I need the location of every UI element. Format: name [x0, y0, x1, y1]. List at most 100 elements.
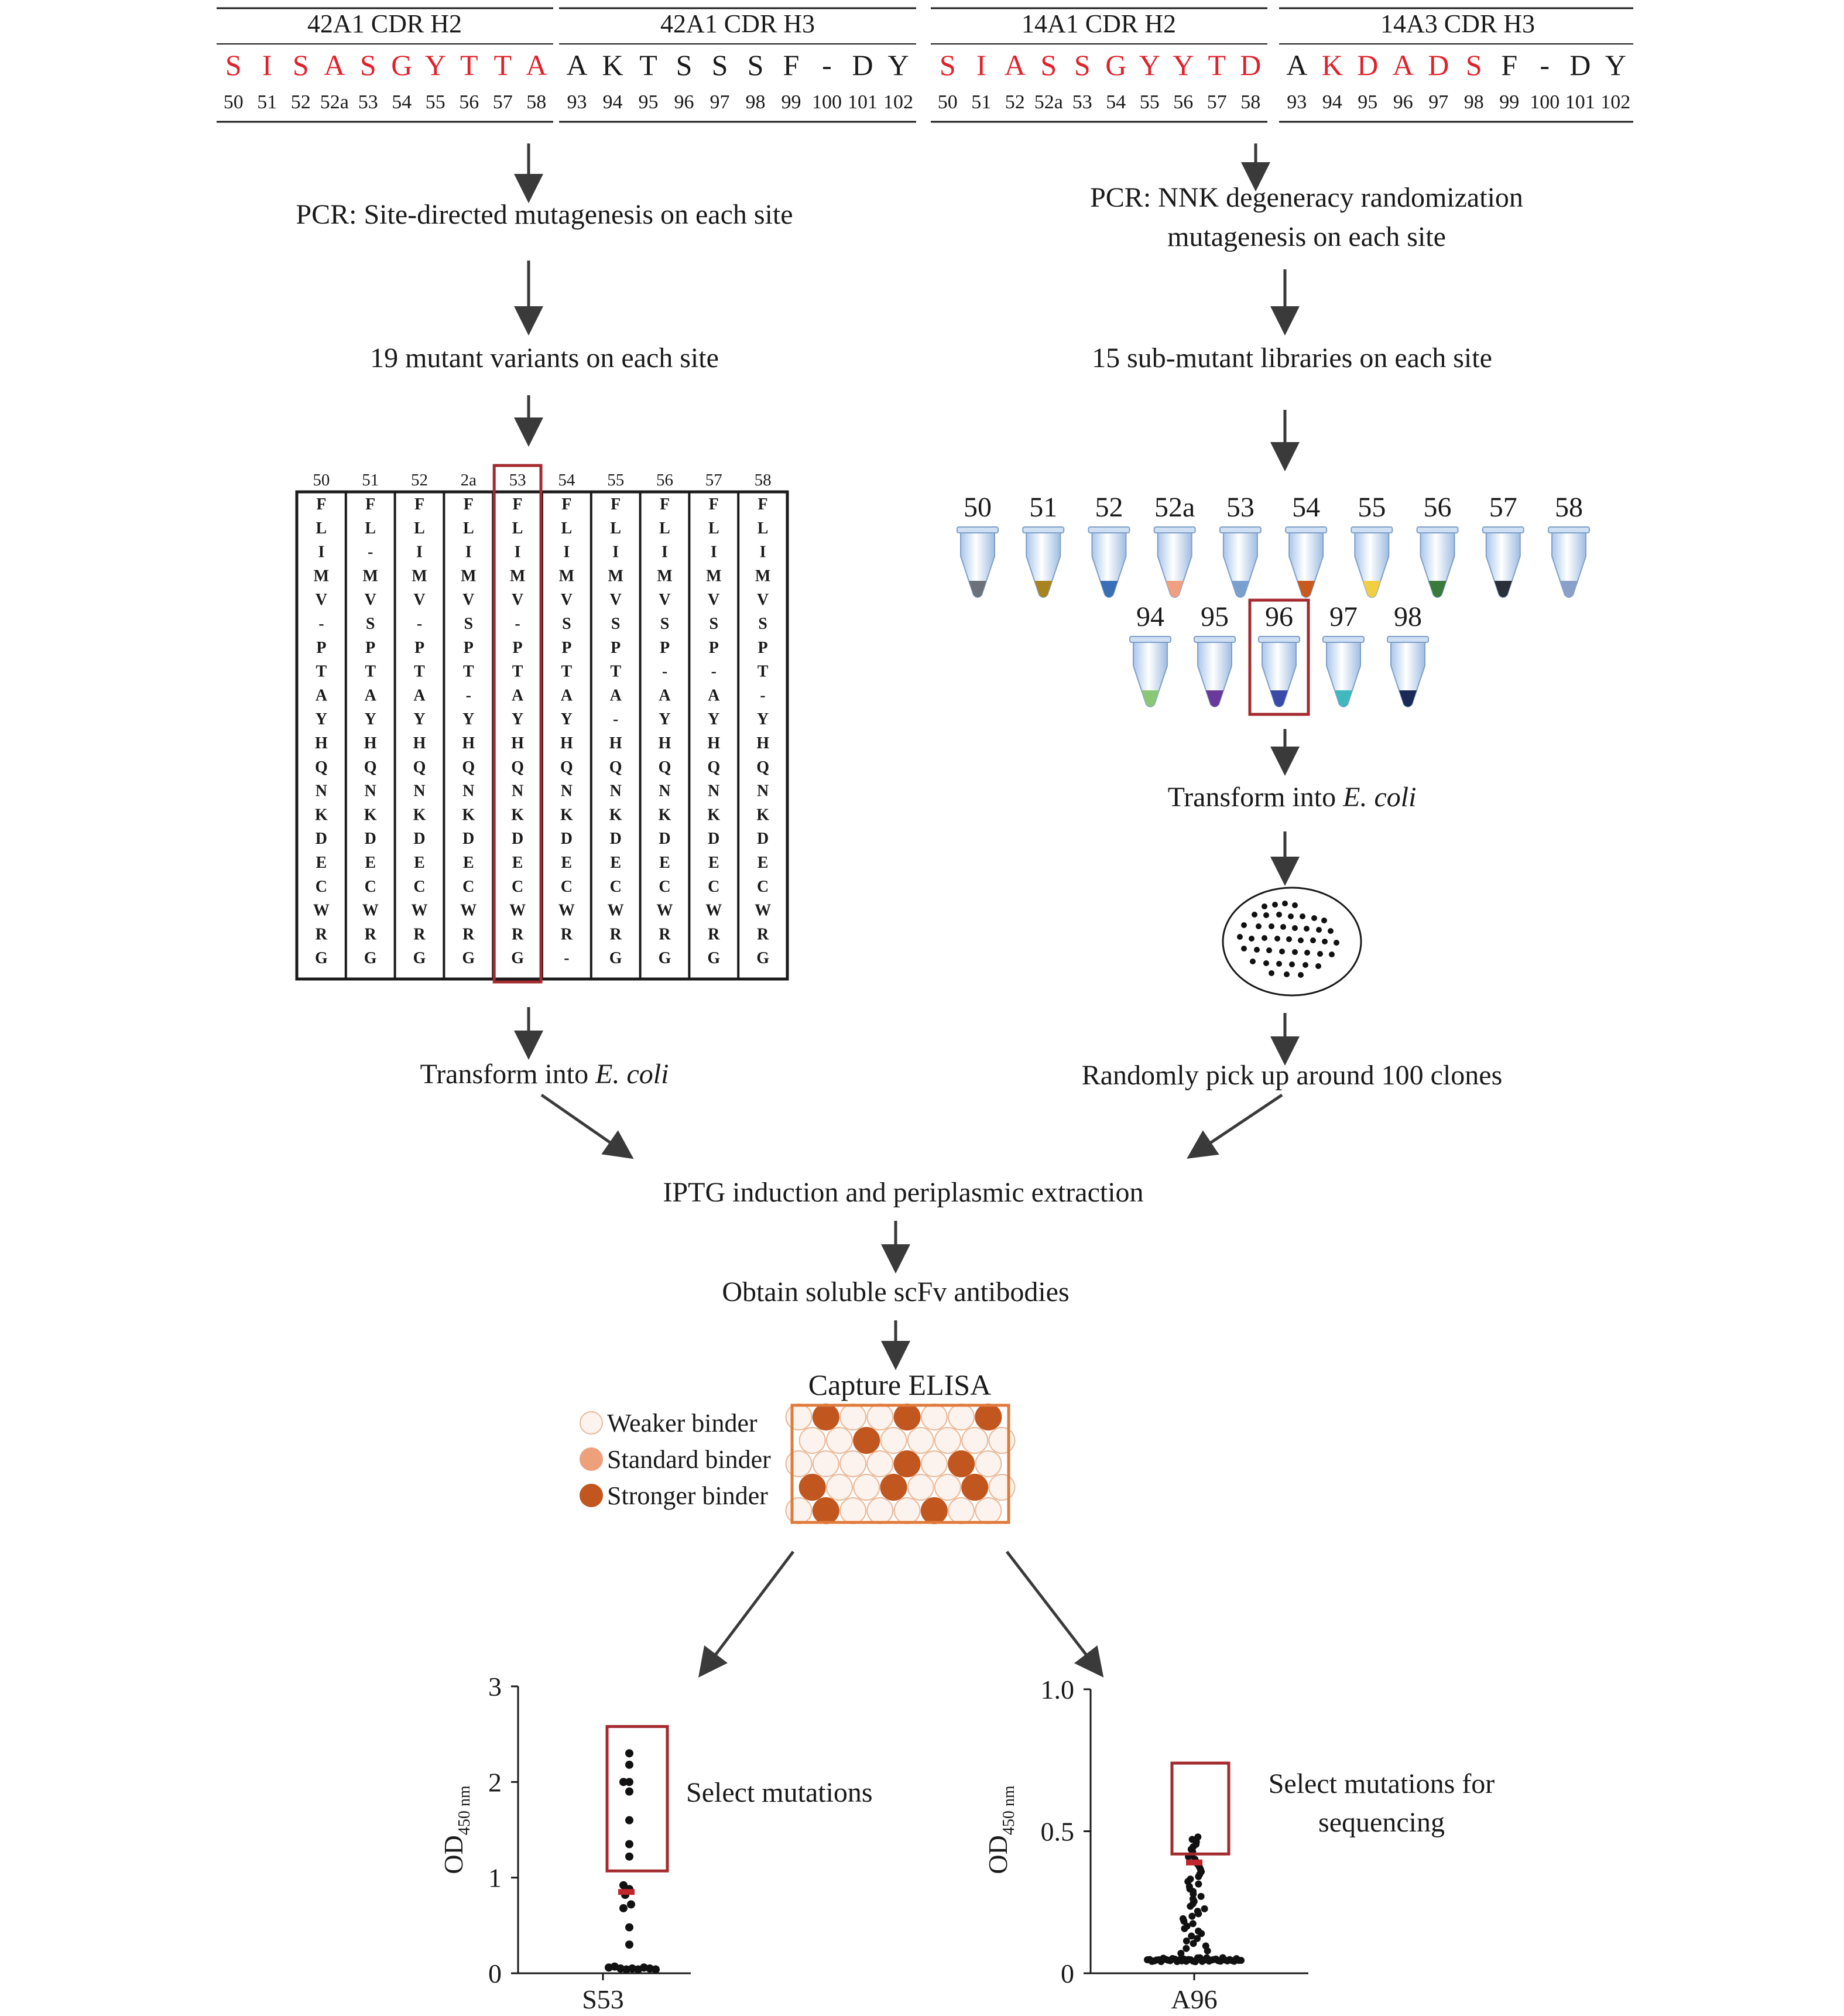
- table-cell: V: [512, 591, 523, 609]
- table-cell: -: [515, 615, 520, 633]
- y-label-main: OD: [438, 1835, 468, 1874]
- plate-well: [798, 1474, 826, 1501]
- plate-well: [907, 1474, 934, 1501]
- plate-well: [934, 1427, 961, 1454]
- colony: [1311, 915, 1317, 921]
- petri-dish-icon: [1222, 887, 1362, 997]
- residue: D: [1569, 49, 1591, 81]
- table-cell: -: [564, 949, 569, 967]
- tube-icon: 97: [1322, 601, 1365, 707]
- plate-well: [812, 1404, 839, 1430]
- right-step-pcr-line2: mutagenesis on each site: [1167, 221, 1446, 252]
- table-cell: V: [757, 591, 769, 609]
- tube-liquid: [1270, 690, 1288, 707]
- table-cell: -: [613, 710, 618, 728]
- table-cell: P: [316, 639, 326, 657]
- table-cell: Q: [560, 758, 573, 776]
- selection-box: [1170, 1761, 1231, 1856]
- table-column-header: 52: [411, 471, 428, 490]
- tube-icon: 56: [1416, 492, 1459, 598]
- table-cell: T: [512, 663, 523, 681]
- colony: [1317, 951, 1323, 957]
- table-cell: W: [313, 902, 330, 920]
- table-cell: M: [657, 567, 672, 585]
- data-point: [627, 1900, 635, 1909]
- table-cell: -: [760, 686, 765, 704]
- colony: [1252, 912, 1257, 918]
- residue: A: [1286, 49, 1307, 81]
- table-cell: G: [609, 949, 622, 967]
- table-cell: L: [659, 519, 670, 538]
- colony: [1262, 935, 1267, 941]
- table-cell: L: [463, 519, 474, 538]
- colony: [1322, 939, 1328, 944]
- tube-rim: [1153, 526, 1196, 533]
- tube-icon: 96: [1258, 601, 1300, 707]
- table-cell: A: [610, 686, 622, 704]
- table-cell: M: [461, 567, 476, 585]
- table-cell: D: [316, 830, 327, 848]
- table-cell: P: [611, 639, 621, 657]
- table-cell: N: [610, 782, 622, 800]
- colony: [1298, 972, 1304, 978]
- table-cell: Q: [462, 758, 475, 776]
- tube-label: 52: [1095, 492, 1123, 523]
- table-cell: N: [659, 782, 670, 800]
- right-h2-title: 14A1 CDR H2: [1022, 9, 1176, 38]
- residue: A: [1393, 49, 1414, 81]
- table-cell: R: [413, 925, 426, 943]
- table-cell: D: [365, 830, 376, 848]
- residue: -: [822, 49, 832, 81]
- residue: D: [1428, 49, 1449, 81]
- plate-well: [812, 1497, 839, 1524]
- right-step-pick: Randomly pick up around 100 clones: [1082, 1060, 1503, 1091]
- tube-rim: [1022, 526, 1065, 533]
- data-point: [1194, 1908, 1201, 1915]
- table-cell: V: [316, 591, 327, 609]
- tube-label: 57: [1489, 492, 1517, 523]
- table-cell: H: [609, 734, 622, 752]
- plate-well: [934, 1474, 961, 1501]
- table-cell: L: [708, 519, 719, 538]
- residue: Y: [425, 49, 446, 81]
- table-cell: L: [758, 519, 769, 538]
- table-cell: R: [512, 925, 524, 943]
- table-cell: Y: [462, 710, 474, 728]
- table-cell: Y: [561, 710, 573, 728]
- residue-position: 98: [746, 91, 766, 113]
- colony: [1292, 949, 1298, 955]
- table-cell: P: [758, 639, 768, 657]
- table-cell: M: [412, 567, 427, 585]
- table-cell: P: [365, 639, 375, 657]
- table-cell: D: [413, 830, 425, 848]
- tube-label: 50: [964, 492, 992, 523]
- table-cell: D: [512, 830, 523, 848]
- table-column-header: 58: [755, 471, 772, 490]
- colony: [1269, 923, 1274, 929]
- table-cell: L: [610, 519, 621, 538]
- tube-label: 96: [1265, 601, 1293, 632]
- colony: [1321, 918, 1327, 923]
- residue: S: [1466, 49, 1482, 81]
- residue: G: [391, 49, 412, 81]
- table-cell: E: [561, 854, 573, 872]
- table-cell: S: [660, 615, 670, 633]
- colony: [1237, 934, 1243, 940]
- table-cell: R: [365, 925, 377, 943]
- left-h2-title: 42A1 CDR H2: [307, 9, 462, 38]
- table-cell: A: [316, 686, 328, 704]
- table-cell: Y: [413, 710, 425, 728]
- colony: [1315, 963, 1321, 969]
- colony: [1276, 912, 1282, 918]
- tube-icon: 54: [1285, 492, 1328, 598]
- table-cell: I: [465, 543, 472, 562]
- table-cell: N: [512, 782, 523, 800]
- table-cell: G: [511, 949, 524, 967]
- plate-well: [975, 1450, 1002, 1477]
- residue-position: 51: [257, 91, 277, 113]
- data-point: [1187, 1875, 1194, 1883]
